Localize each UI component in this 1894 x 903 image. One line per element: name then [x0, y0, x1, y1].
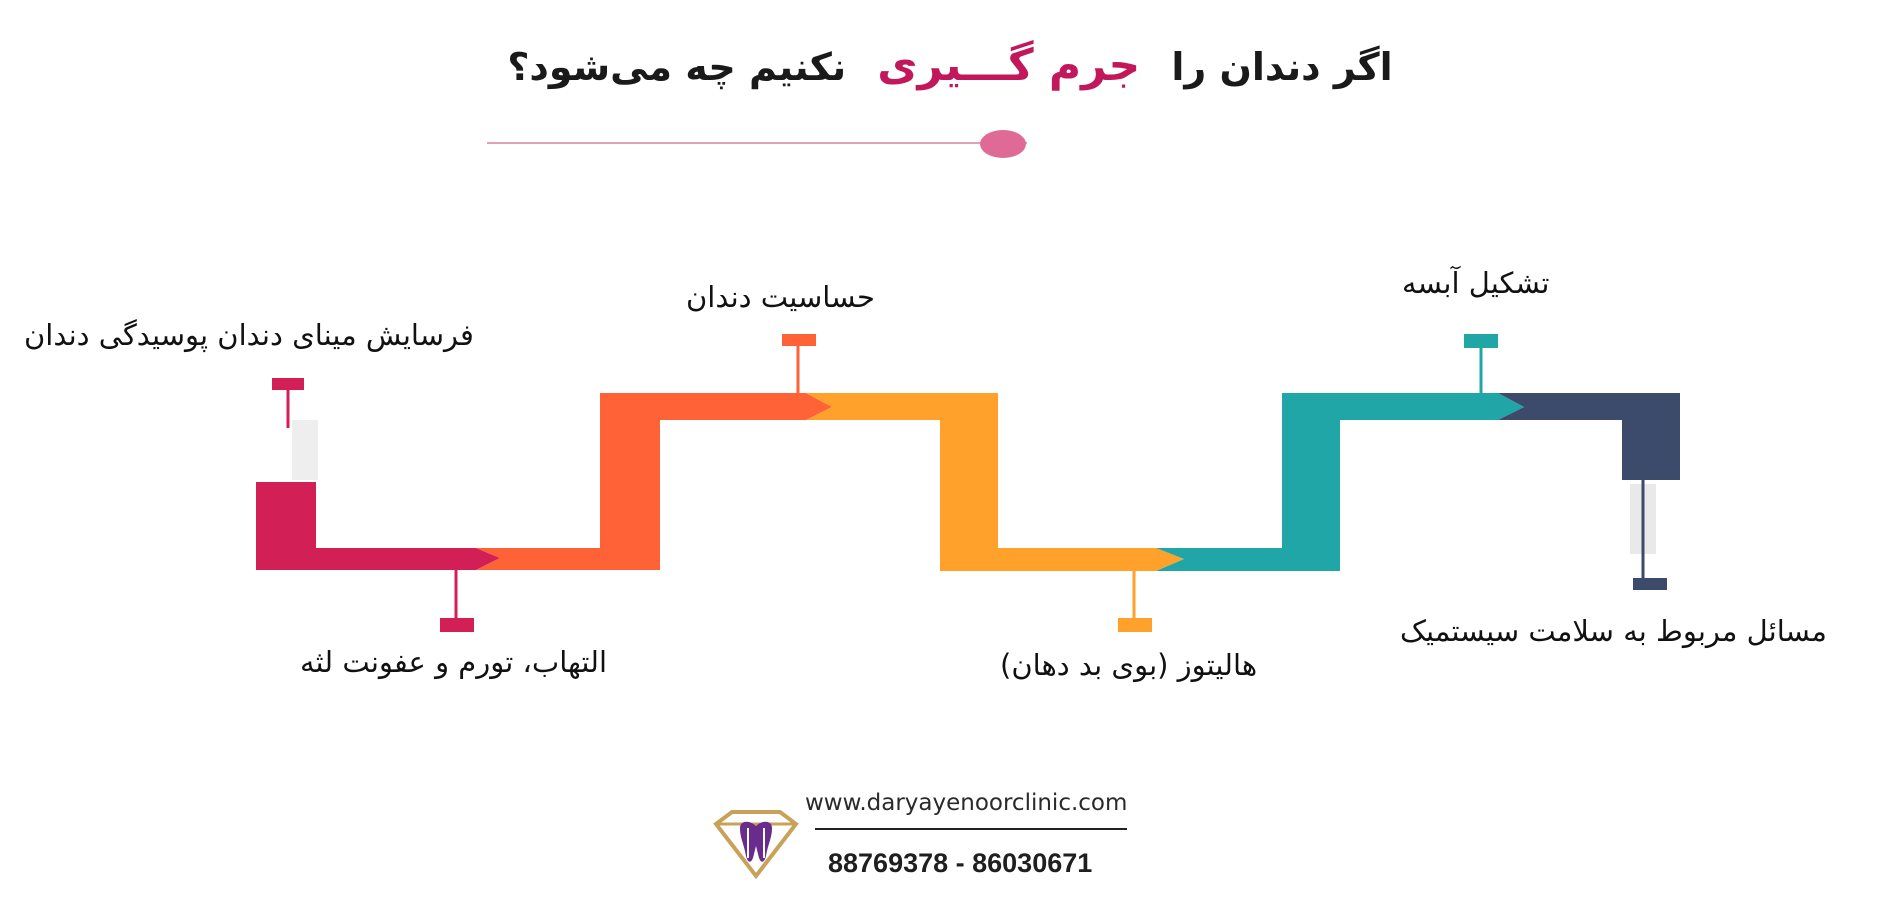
- path-segment-1: [256, 482, 500, 570]
- step-label-2: التهاب، تورم و عفونت لثه: [300, 645, 608, 679]
- title-part-start: اگر دندان را: [1171, 45, 1393, 89]
- title-divider-dot: [980, 130, 1026, 158]
- marker-bottom-2: [1118, 618, 1152, 632]
- path-segment-4: [1156, 393, 1524, 571]
- step-label-5: تشکیل آبسه: [1402, 266, 1550, 300]
- title-highlight: جرم گـــیری: [877, 40, 1141, 91]
- path-segment-3: [806, 393, 1184, 571]
- tooth-diamond-logo-icon: [713, 810, 799, 880]
- step-label-6: مسائل مربوط به سلامت سیستمیک: [1400, 614, 1827, 648]
- step-label-1: فرسایش مینای دندان پوسیدگی دندان: [24, 318, 474, 352]
- guide-shadow-1: [292, 420, 318, 480]
- marker-bottom-3: [1633, 578, 1667, 590]
- marker-top-1: [272, 378, 304, 390]
- marker-top-2: [782, 334, 816, 346]
- step-label-4: هالیتوز (بوی بد دهان): [1000, 648, 1258, 682]
- step-label-3: حساسیت دندان: [686, 280, 875, 314]
- path-segment-5: [1498, 393, 1680, 480]
- path-segment-2: [476, 393, 832, 570]
- marker-top-3: [1464, 334, 1498, 348]
- phone-numbers: 88769378 - 86030671: [828, 848, 1093, 878]
- title-divider: [487, 142, 1027, 144]
- website-link[interactable]: www.daryayenoorclinic.com: [805, 790, 1128, 816]
- footer-divider: [815, 828, 1127, 830]
- title-part-end: نکنیم چه می‌شود؟: [507, 45, 847, 89]
- marker-bottom-1: [440, 618, 474, 632]
- page-title: اگر دندان را جرم گـــیری نکنیم چه می‌شود…: [470, 40, 1430, 110]
